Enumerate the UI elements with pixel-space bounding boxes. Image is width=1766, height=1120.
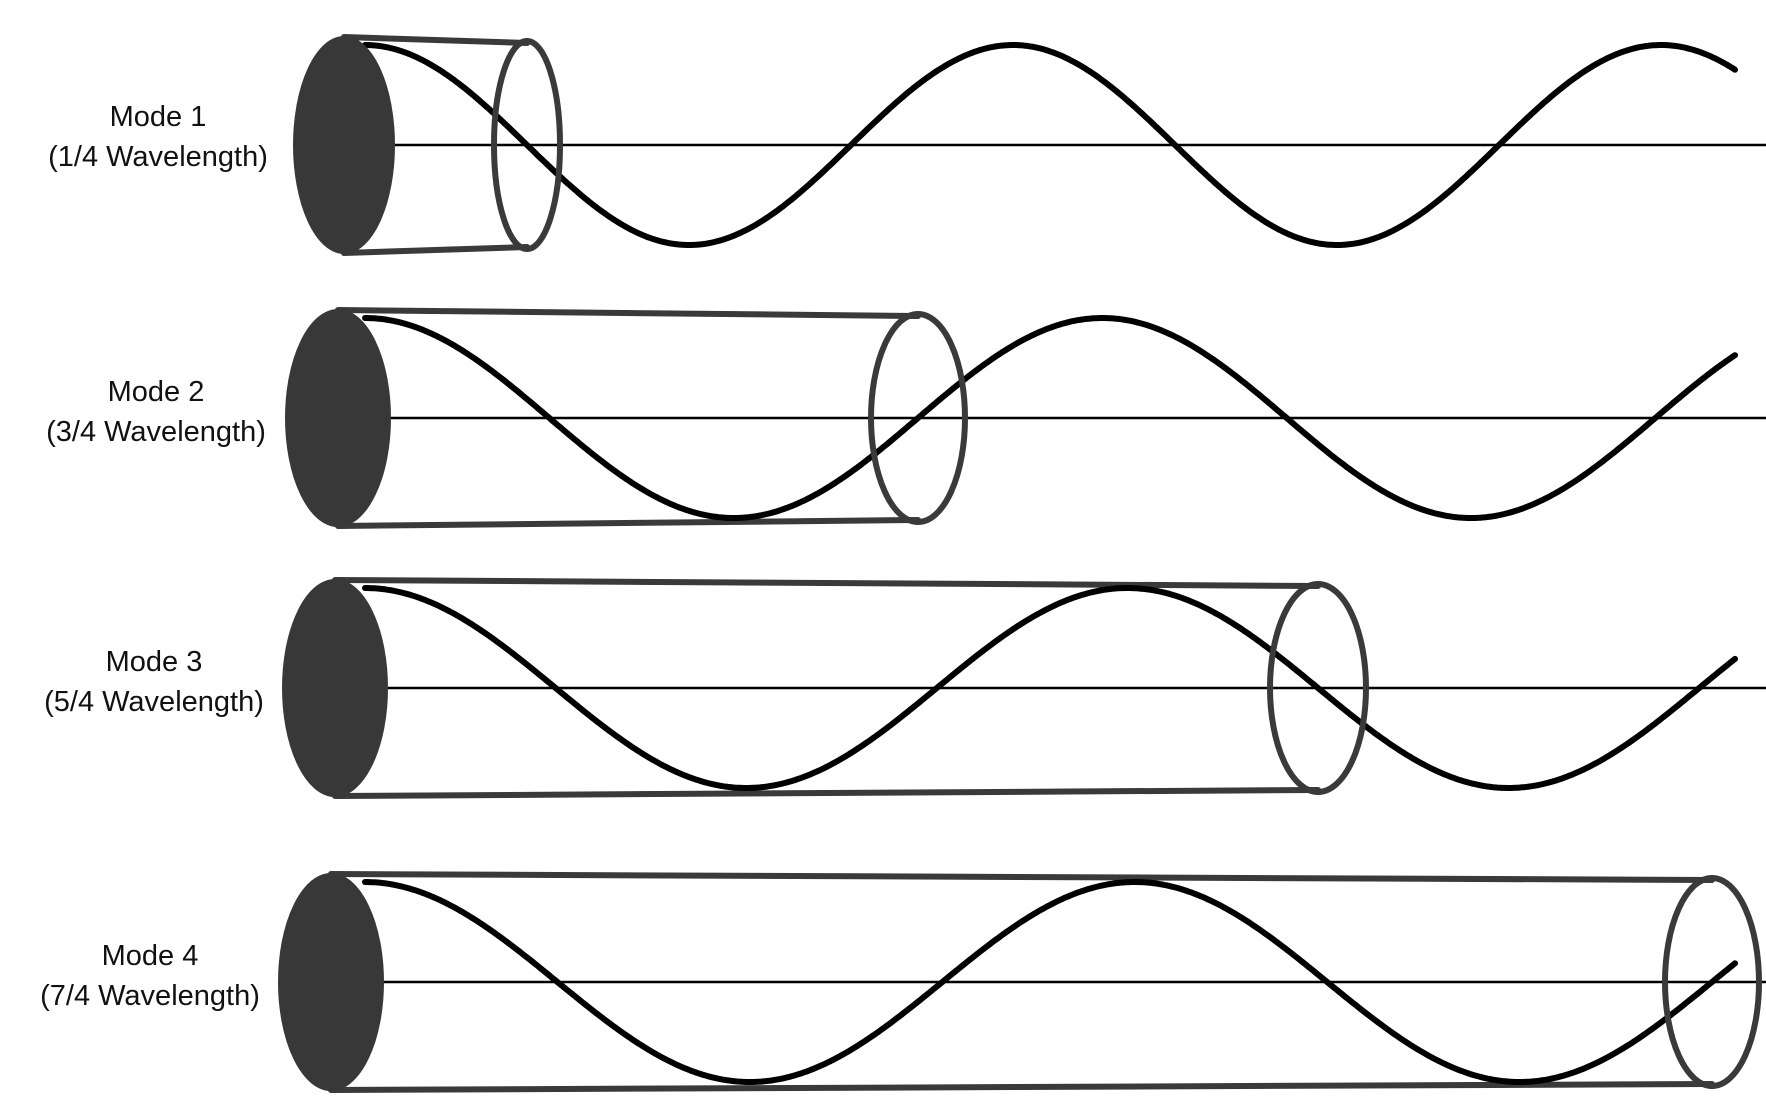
- tube-top-edge: [335, 307, 921, 319]
- mode-4-row: [278, 871, 1766, 1093]
- mode-1-row: [293, 34, 1766, 256]
- standing-wave: [362, 879, 1738, 1085]
- standing-wave: [362, 585, 1738, 791]
- closed-end-cap: [285, 309, 391, 527]
- tube-bottom-edge: [332, 787, 1321, 799]
- tube-bottom-edge: [328, 1081, 1715, 1093]
- tube-top-edge: [328, 871, 1715, 883]
- open-end-rim: [1662, 875, 1762, 1089]
- tube-bottom-edge: [341, 244, 530, 256]
- mode-3-row: [282, 577, 1766, 799]
- mode-4-label: Mode 4 (7/4 Wavelength): [10, 936, 290, 1016]
- mode-1-wavelength: (1/4 Wavelength): [48, 141, 268, 173]
- mode-4-name: Mode 4: [101, 940, 199, 972]
- closed-end-cap: [278, 873, 384, 1091]
- closed-end-cap: [282, 579, 388, 797]
- tube-top-edge: [332, 577, 1321, 589]
- mode-3-label: Mode 3 (5/4 Wavelength): [14, 642, 294, 722]
- mode-2-row: [285, 307, 1766, 529]
- closed-end-cap: [293, 36, 395, 254]
- tube-top-edge: [341, 34, 530, 46]
- tube-bottom-edge: [335, 517, 921, 529]
- mode-3-wavelength: (5/4 Wavelength): [44, 686, 264, 718]
- open-end-rim: [868, 311, 968, 525]
- open-end-rim: [1267, 581, 1369, 795]
- mode-2-name: Mode 2: [107, 376, 205, 408]
- mode-2-wavelength: (3/4 Wavelength): [46, 416, 266, 448]
- mode-3-name: Mode 3: [105, 646, 203, 678]
- mode-1-name: Mode 1: [109, 101, 207, 133]
- standing-wave: [362, 315, 1738, 521]
- mode-4-wavelength: (7/4 Wavelength): [40, 980, 260, 1012]
- mode-2-label: Mode 2 (3/4 Wavelength): [16, 372, 296, 452]
- mode-1-label: Mode 1 (1/4 Wavelength): [18, 97, 298, 177]
- open-end-rim: [491, 38, 563, 252]
- standing-wave: [362, 42, 1738, 248]
